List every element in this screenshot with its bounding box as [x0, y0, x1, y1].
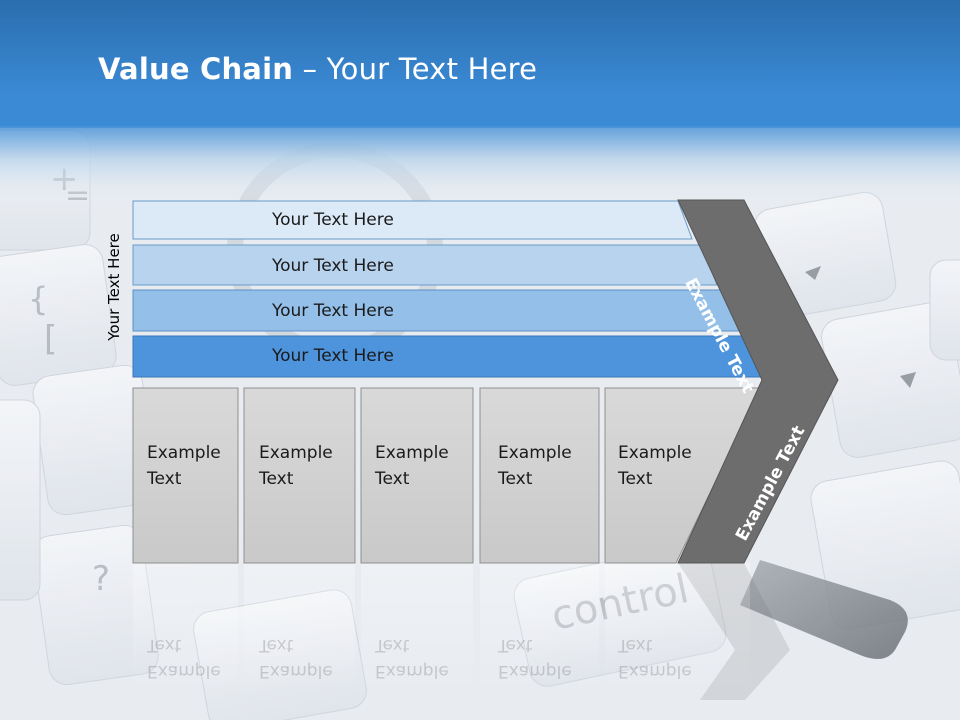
bar-label-1: Your Text Here — [272, 210, 394, 230]
bar-label-4: Your Text Here — [272, 346, 394, 366]
column-5-line-2: Text — [618, 469, 653, 489]
column-1-line-1: Example — [147, 443, 221, 463]
box-shape-5 — [604, 387, 762, 564]
column-text-4: Example Text — [498, 440, 598, 492]
column-text-3: Example Text — [375, 440, 475, 492]
bar-4: Your Text Here — [0, 336, 560, 376]
chevron-arrow — [677, 199, 839, 564]
column-3-line-2: Text — [375, 469, 410, 489]
svg-text:?: ? — [92, 559, 110, 599]
title-bold: Value Chain — [98, 52, 294, 86]
column-reflection-5-line-1: Example — [618, 661, 692, 681]
column-reflection-2-line-1: Example — [259, 661, 333, 681]
column-reflection-3: Example Text — [375, 632, 475, 684]
column-4-line-2: Text — [498, 469, 533, 489]
column-text-5: Example Text — [618, 440, 718, 492]
bar-1: Your Text Here — [0, 200, 560, 240]
bar-shape-1 — [132, 200, 693, 240]
column-3-line-1: Example — [375, 443, 449, 463]
bar-label-2: Your Text Here — [272, 256, 394, 276]
column-reflection-2: Example Text — [259, 632, 359, 684]
column-2-line-1: Example — [259, 443, 333, 463]
chevron-reflection — [678, 563, 790, 700]
column-reflection-4-line-2: Text — [498, 635, 533, 655]
column-1-line-2: Text — [147, 469, 182, 489]
bar-2: Your Text Here — [0, 246, 560, 286]
column-text-1: Example Text — [147, 440, 247, 492]
svg-text:[: [ — [44, 319, 57, 359]
box-shape-2 — [243, 387, 356, 564]
column-4-line-1: Example — [498, 443, 572, 463]
bar-3: Your Text Here — [0, 291, 560, 331]
header-band — [0, 0, 960, 128]
column-reflection-2-line-2: Text — [259, 635, 294, 655]
column-reflection-3-line-2: Text — [375, 635, 410, 655]
svg-text:{: { — [28, 280, 48, 318]
column-reflection-5: Example Text — [618, 632, 718, 684]
box-shape-4 — [479, 387, 600, 564]
column-text-2: Example Text — [259, 440, 359, 492]
title-rest: – Your Text Here — [293, 52, 538, 86]
column-reflection-4-line-1: Example — [498, 661, 572, 681]
column-reflection-1: Example Text — [147, 632, 247, 684]
column-2-line-2: Text — [259, 469, 294, 489]
column-reflection-1-line-2: Text — [147, 635, 182, 655]
column-reflection-4: Example Text — [498, 632, 598, 684]
slide-title: Value Chain – Your Text Here — [98, 52, 537, 86]
boxes-reflection — [133, 563, 750, 703]
column-5-line-1: Example — [618, 443, 692, 463]
column-reflection-5-line-2: Text — [618, 635, 653, 655]
box-shape-3 — [360, 387, 474, 564]
column-reflection-3-line-1: Example — [375, 661, 449, 681]
box-shape-1 — [132, 387, 239, 564]
bar-label-3: Your Text Here — [272, 301, 394, 321]
bar-shape-2 — [132, 244, 718, 286]
column-reflection-1-line-1: Example — [147, 661, 221, 681]
